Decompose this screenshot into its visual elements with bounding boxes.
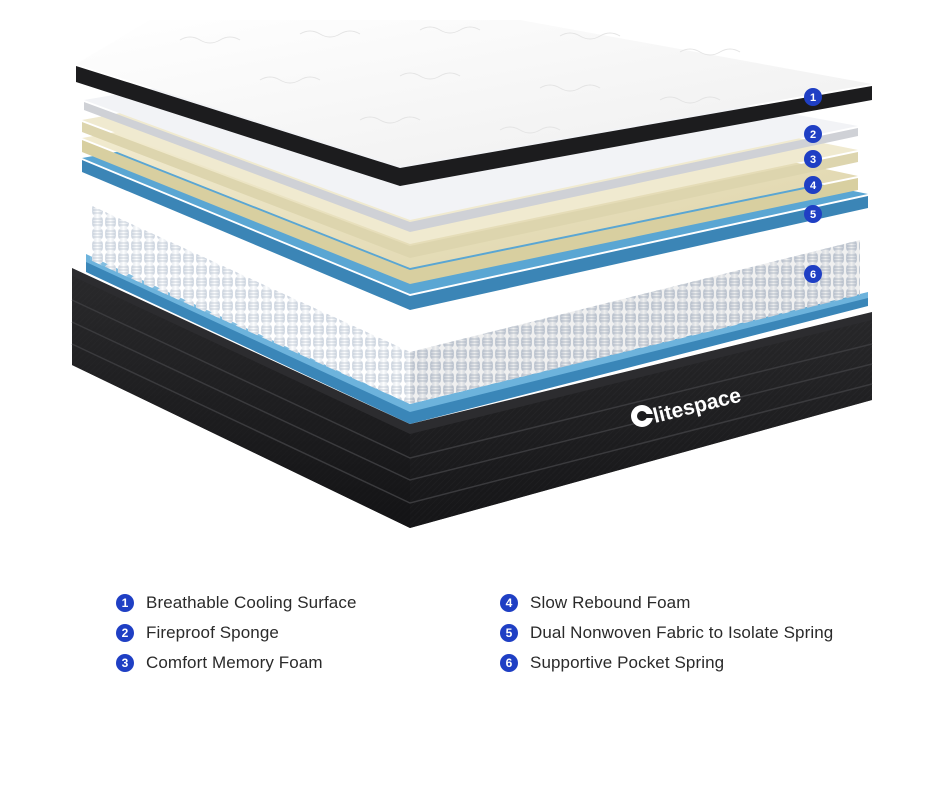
svg-text:6: 6 [810, 269, 816, 281]
legend-column-right: 4 Slow Rebound Foam 5 Dual Nonwoven Fabr… [500, 588, 833, 678]
legend-label: Supportive Pocket Spring [530, 653, 725, 672]
legend-badge: 2 [116, 624, 134, 642]
mattress-layers-illustration: litespace 1 2 3 4 5 6 [71, 20, 873, 528]
svg-text:3: 3 [810, 154, 816, 166]
legend-label: Slow Rebound Foam [530, 593, 691, 612]
legend-badge: 1 [116, 594, 134, 612]
svg-text:2: 2 [810, 129, 816, 141]
pocket-spring-block [90, 205, 860, 404]
legend-badge: 6 [500, 654, 518, 672]
legend-label: Comfort Memory Foam [146, 653, 323, 672]
breathable-cooling-cover [76, 20, 872, 186]
legend-badge: 5 [500, 624, 518, 642]
callout-2: 2 [804, 125, 822, 143]
legend-item-2: 2 Fireproof Sponge [116, 618, 357, 648]
legend-item-6: 6 Supportive Pocket Spring [500, 648, 833, 678]
legend-badge: 3 [116, 654, 134, 672]
callout-4: 4 [804, 176, 822, 194]
legend-item-1: 1 Breathable Cooling Surface [116, 588, 357, 618]
legend-item-5: 5 Dual Nonwoven Fabric to Isolate Spring [500, 618, 833, 648]
svg-text:5: 5 [810, 209, 816, 221]
legend-label: Dual Nonwoven Fabric to Isolate Spring [530, 623, 834, 642]
legend-badge: 4 [500, 594, 518, 612]
legend-column-left: 1 Breathable Cooling Surface 2 Fireproof… [116, 588, 357, 678]
legend-item-4: 4 Slow Rebound Foam [500, 588, 833, 618]
svg-text:1: 1 [810, 92, 816, 104]
layer-legend: 1 Breathable Cooling Surface 2 Fireproof… [0, 588, 944, 688]
legend-label: Breathable Cooling Surface [146, 593, 357, 612]
lower-blue-layer [86, 260, 868, 424]
callout-3: 3 [804, 150, 822, 168]
legend-label: Fireproof Sponge [146, 623, 279, 642]
callout-1: 1 [804, 88, 822, 106]
legend-item-3: 3 Comfort Memory Foam [116, 648, 357, 678]
svg-text:4: 4 [810, 180, 817, 192]
callout-6: 6 [804, 265, 822, 283]
callout-5: 5 [804, 205, 822, 223]
